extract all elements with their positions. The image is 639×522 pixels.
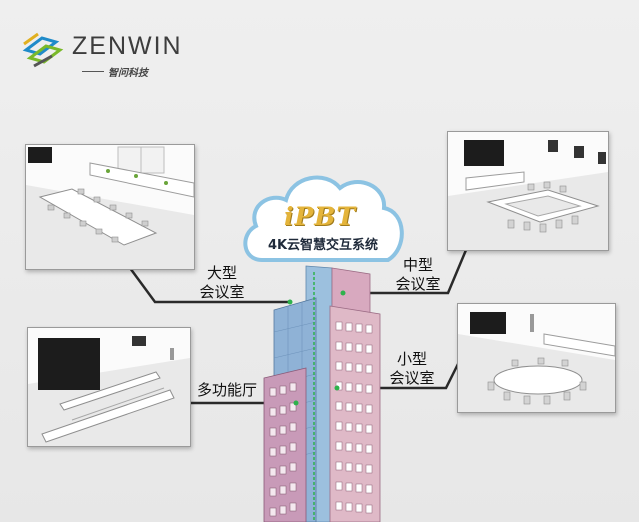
- cloud-system-title: 4K云智慧交互系统: [267, 238, 379, 253]
- multi-hall-illustration: [28, 328, 190, 446]
- label-large-room: 大型 会议室: [194, 264, 250, 302]
- wire-medium-room: [343, 249, 468, 295]
- wire-large-room: [128, 267, 290, 304]
- cloud-system-badge: iPBT 4K云智慧交互系统: [240, 168, 406, 272]
- brand-subtitle: 智问科技: [82, 64, 148, 79]
- large-room-illustration: [26, 145, 194, 269]
- company-logo: ZENWIN 智问科技: [22, 32, 192, 82]
- office-tower-illustration: [263, 265, 381, 522]
- room-panel-medium: [447, 131, 609, 251]
- label-large-room-line2: 会议室: [199, 283, 245, 301]
- label-medium-room: 中型 会议室: [388, 256, 448, 294]
- room-panel-large: [25, 144, 195, 270]
- medium-room-illustration: [448, 132, 608, 250]
- label-small-room-line1: 小型: [396, 350, 427, 368]
- label-small-room-line2: 会议室: [389, 369, 435, 387]
- room-panel-small: [457, 303, 616, 413]
- label-large-room-line1: 大型: [206, 264, 237, 282]
- ipbt-logo-text: iPBT: [284, 202, 357, 231]
- label-multi-room: 多功能厅: [196, 381, 257, 399]
- label-small-room: 小型 会议室: [382, 350, 442, 388]
- small-room-illustration: [458, 304, 615, 412]
- brand-name: ZENWIN: [72, 32, 183, 60]
- zenwin-logo-icon: [22, 32, 64, 68]
- label-medium-room-line1: 中型: [402, 256, 433, 274]
- room-panel-multi: [27, 327, 191, 447]
- cloud-icon: [243, 175, 404, 262]
- label-medium-room-line2: 会议室: [395, 275, 441, 293]
